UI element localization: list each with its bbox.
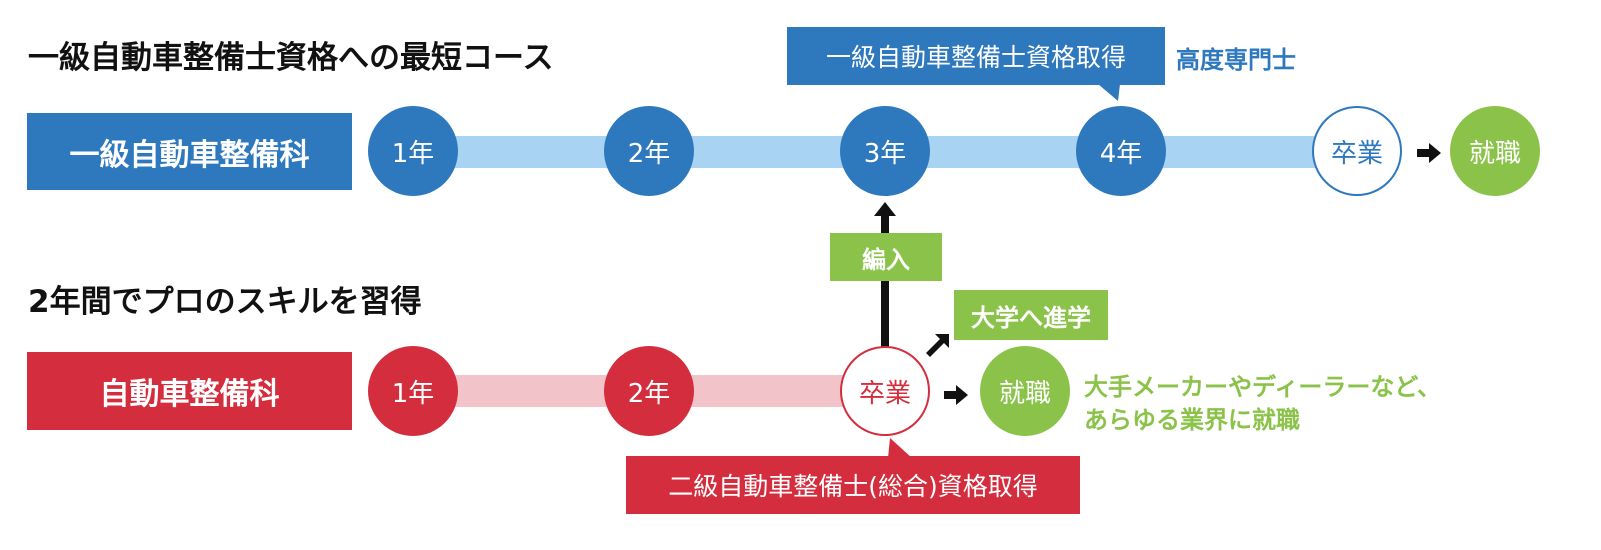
top-callout-pointer: [1098, 84, 1120, 101]
bottom-certification-callout: 二級自動車整備士(総合)資格取得: [626, 456, 1080, 514]
top-title-earned: 高度専門士: [1176, 46, 1296, 74]
top-year-4: 4年: [1076, 106, 1166, 196]
bottom-employment: 就職: [980, 346, 1070, 436]
top-year-3: 3年: [840, 106, 930, 196]
top-year-1: 1年: [368, 106, 458, 196]
employment-note-line2: あらゆる業界に就職: [1084, 406, 1300, 434]
right-arrow-icon: [1417, 143, 1441, 163]
university-tag: 大学へ進学: [954, 290, 1108, 340]
top-graduation: 卒業: [1312, 106, 1402, 196]
top-department-label: 一級自動車整備科: [27, 113, 352, 190]
top-year-2: 2年: [604, 106, 694, 196]
bottom-callout-pointer: [888, 438, 912, 458]
top-course-heading: 一級自動車整備士資格への最短コース: [28, 40, 554, 76]
bottom-department-label: 自動車整備科: [27, 352, 352, 430]
diagonal-arrow-icon: [926, 334, 949, 357]
bottom-certification-label: 二級自動車整備士(総合)資格取得: [668, 472, 1038, 501]
bottom-graduation: 卒業: [840, 346, 930, 436]
right-arrow-icon: [944, 385, 968, 405]
transfer-tag: 編入: [830, 233, 942, 281]
top-employment: 就職: [1450, 106, 1540, 196]
bottom-year-2: 2年: [604, 346, 694, 436]
top-certification-label: 一級自動車整備士資格取得: [825, 43, 1126, 72]
bottom-year-1: 1年: [368, 346, 458, 436]
bottom-course-heading: 2年間でプロのスキルを習得: [28, 284, 422, 320]
top-department-text: 一級自動車整備科: [69, 137, 310, 173]
top-certification-callout: 一級自動車整備士資格取得: [787, 27, 1165, 85]
employment-note-line1: 大手メーカーやディーラーなど、: [1084, 373, 1442, 401]
bottom-department-text: 自動車整備科: [99, 377, 280, 412]
